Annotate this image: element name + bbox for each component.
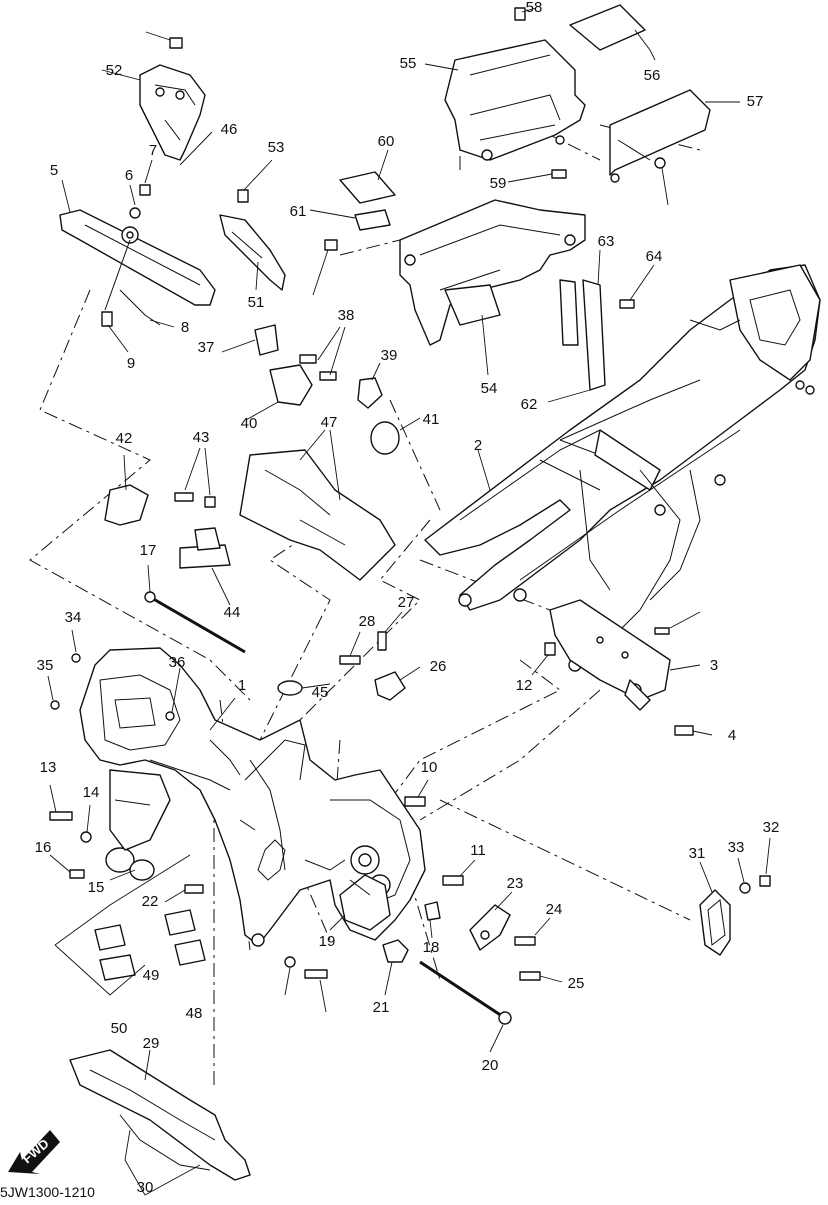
callout-41: 41	[423, 411, 440, 428]
callout-4: 4	[728, 727, 736, 744]
callout-12: 12	[516, 677, 533, 694]
callout-39: 39	[381, 347, 398, 364]
callout-36: 36	[169, 654, 186, 671]
callout-5: 5	[50, 162, 58, 179]
small-bolts	[49, 7, 771, 981]
callout-34: 34	[65, 609, 82, 626]
callout-11: 11	[470, 842, 486, 859]
callout-3: 3	[710, 657, 718, 674]
callout-49: 49	[143, 967, 160, 984]
callout-14: 14	[83, 784, 100, 801]
callout-21: 21	[373, 999, 390, 1016]
callout-18: 18	[423, 939, 440, 956]
callout-52: 52	[106, 62, 123, 79]
callout-9: 9	[127, 355, 135, 372]
small-pads	[339, 171, 396, 231]
callout-20: 20	[482, 1057, 499, 1074]
callout-33: 33	[728, 839, 745, 856]
callout-27: 27	[398, 594, 415, 611]
callout-43: 43	[193, 429, 210, 446]
stay-bar	[59, 209, 216, 326]
mid-left-parts	[104, 324, 400, 581]
battery-cover	[609, 89, 711, 183]
callout-22: 22	[142, 893, 159, 910]
callout-56: 56	[644, 67, 661, 84]
callout-25: 25	[568, 975, 585, 992]
diagram-code: 5JW1300-1210	[0, 1184, 95, 1200]
callout-50: 50	[111, 1020, 128, 1037]
callout-17: 17	[140, 542, 157, 559]
callout-26: 26	[430, 658, 447, 675]
callout-28: 28	[359, 613, 376, 630]
callout-2: 2	[474, 437, 482, 454]
side-bracket	[219, 214, 286, 291]
fasteners-center	[277, 631, 406, 701]
upper-mount-bracket	[139, 64, 206, 161]
callout-37: 37	[198, 339, 215, 356]
callout-55: 55	[400, 55, 417, 72]
battery-box	[444, 39, 586, 161]
callout-53: 53	[268, 139, 285, 156]
callout-15: 15	[88, 879, 105, 896]
callout-62: 62	[521, 396, 538, 413]
callout-10: 10	[421, 759, 438, 776]
rear-bracket	[549, 599, 671, 711]
callout-32: 32	[763, 819, 780, 836]
callout-57: 57	[747, 93, 764, 110]
callout-44: 44	[224, 604, 241, 621]
callout-42: 42	[116, 430, 133, 447]
seat-bracket	[399, 199, 586, 346]
callout-19: 19	[319, 933, 336, 950]
lower-left-parts	[54, 854, 251, 1181]
callout-61: 61	[290, 203, 307, 220]
callout-35: 35	[37, 657, 54, 674]
callout-58: 58	[526, 0, 543, 16]
rear-frame	[424, 264, 821, 672]
callout-40: 40	[241, 415, 258, 432]
callout-6: 6	[125, 167, 133, 184]
callout-7: 7	[149, 142, 157, 159]
callout-38: 38	[338, 307, 355, 324]
long-bolt-17	[144, 591, 246, 654]
callout-30: 30	[137, 1179, 154, 1196]
callout-13: 13	[40, 759, 57, 776]
callout-31: 31	[689, 845, 706, 862]
callout-23: 23	[507, 875, 524, 892]
cover-sheet	[569, 4, 646, 51]
callout-59: 59	[490, 175, 507, 192]
callout-45: 45	[312, 684, 329, 701]
callout-47: 47	[321, 414, 338, 431]
lower-right-parts	[339, 874, 731, 1025]
leader-lines	[47, 7, 771, 1196]
callout-63: 63	[598, 233, 615, 250]
callout-54: 54	[481, 380, 498, 397]
callout-64: 64	[646, 248, 663, 265]
callout-46: 46	[221, 121, 238, 138]
callout-60: 60	[378, 133, 395, 150]
callout-29: 29	[143, 1035, 160, 1052]
main-frame	[79, 647, 426, 947]
fwd-arrow-icon: FWD	[8, 1130, 60, 1174]
callout-16: 16	[35, 839, 52, 856]
callout-51: 51	[248, 294, 265, 311]
callout-24: 24	[546, 901, 563, 918]
callout-8: 8	[181, 319, 189, 336]
callout-1: 1	[238, 677, 246, 694]
callout-48: 48	[186, 1005, 203, 1022]
side-strip	[559, 279, 606, 391]
